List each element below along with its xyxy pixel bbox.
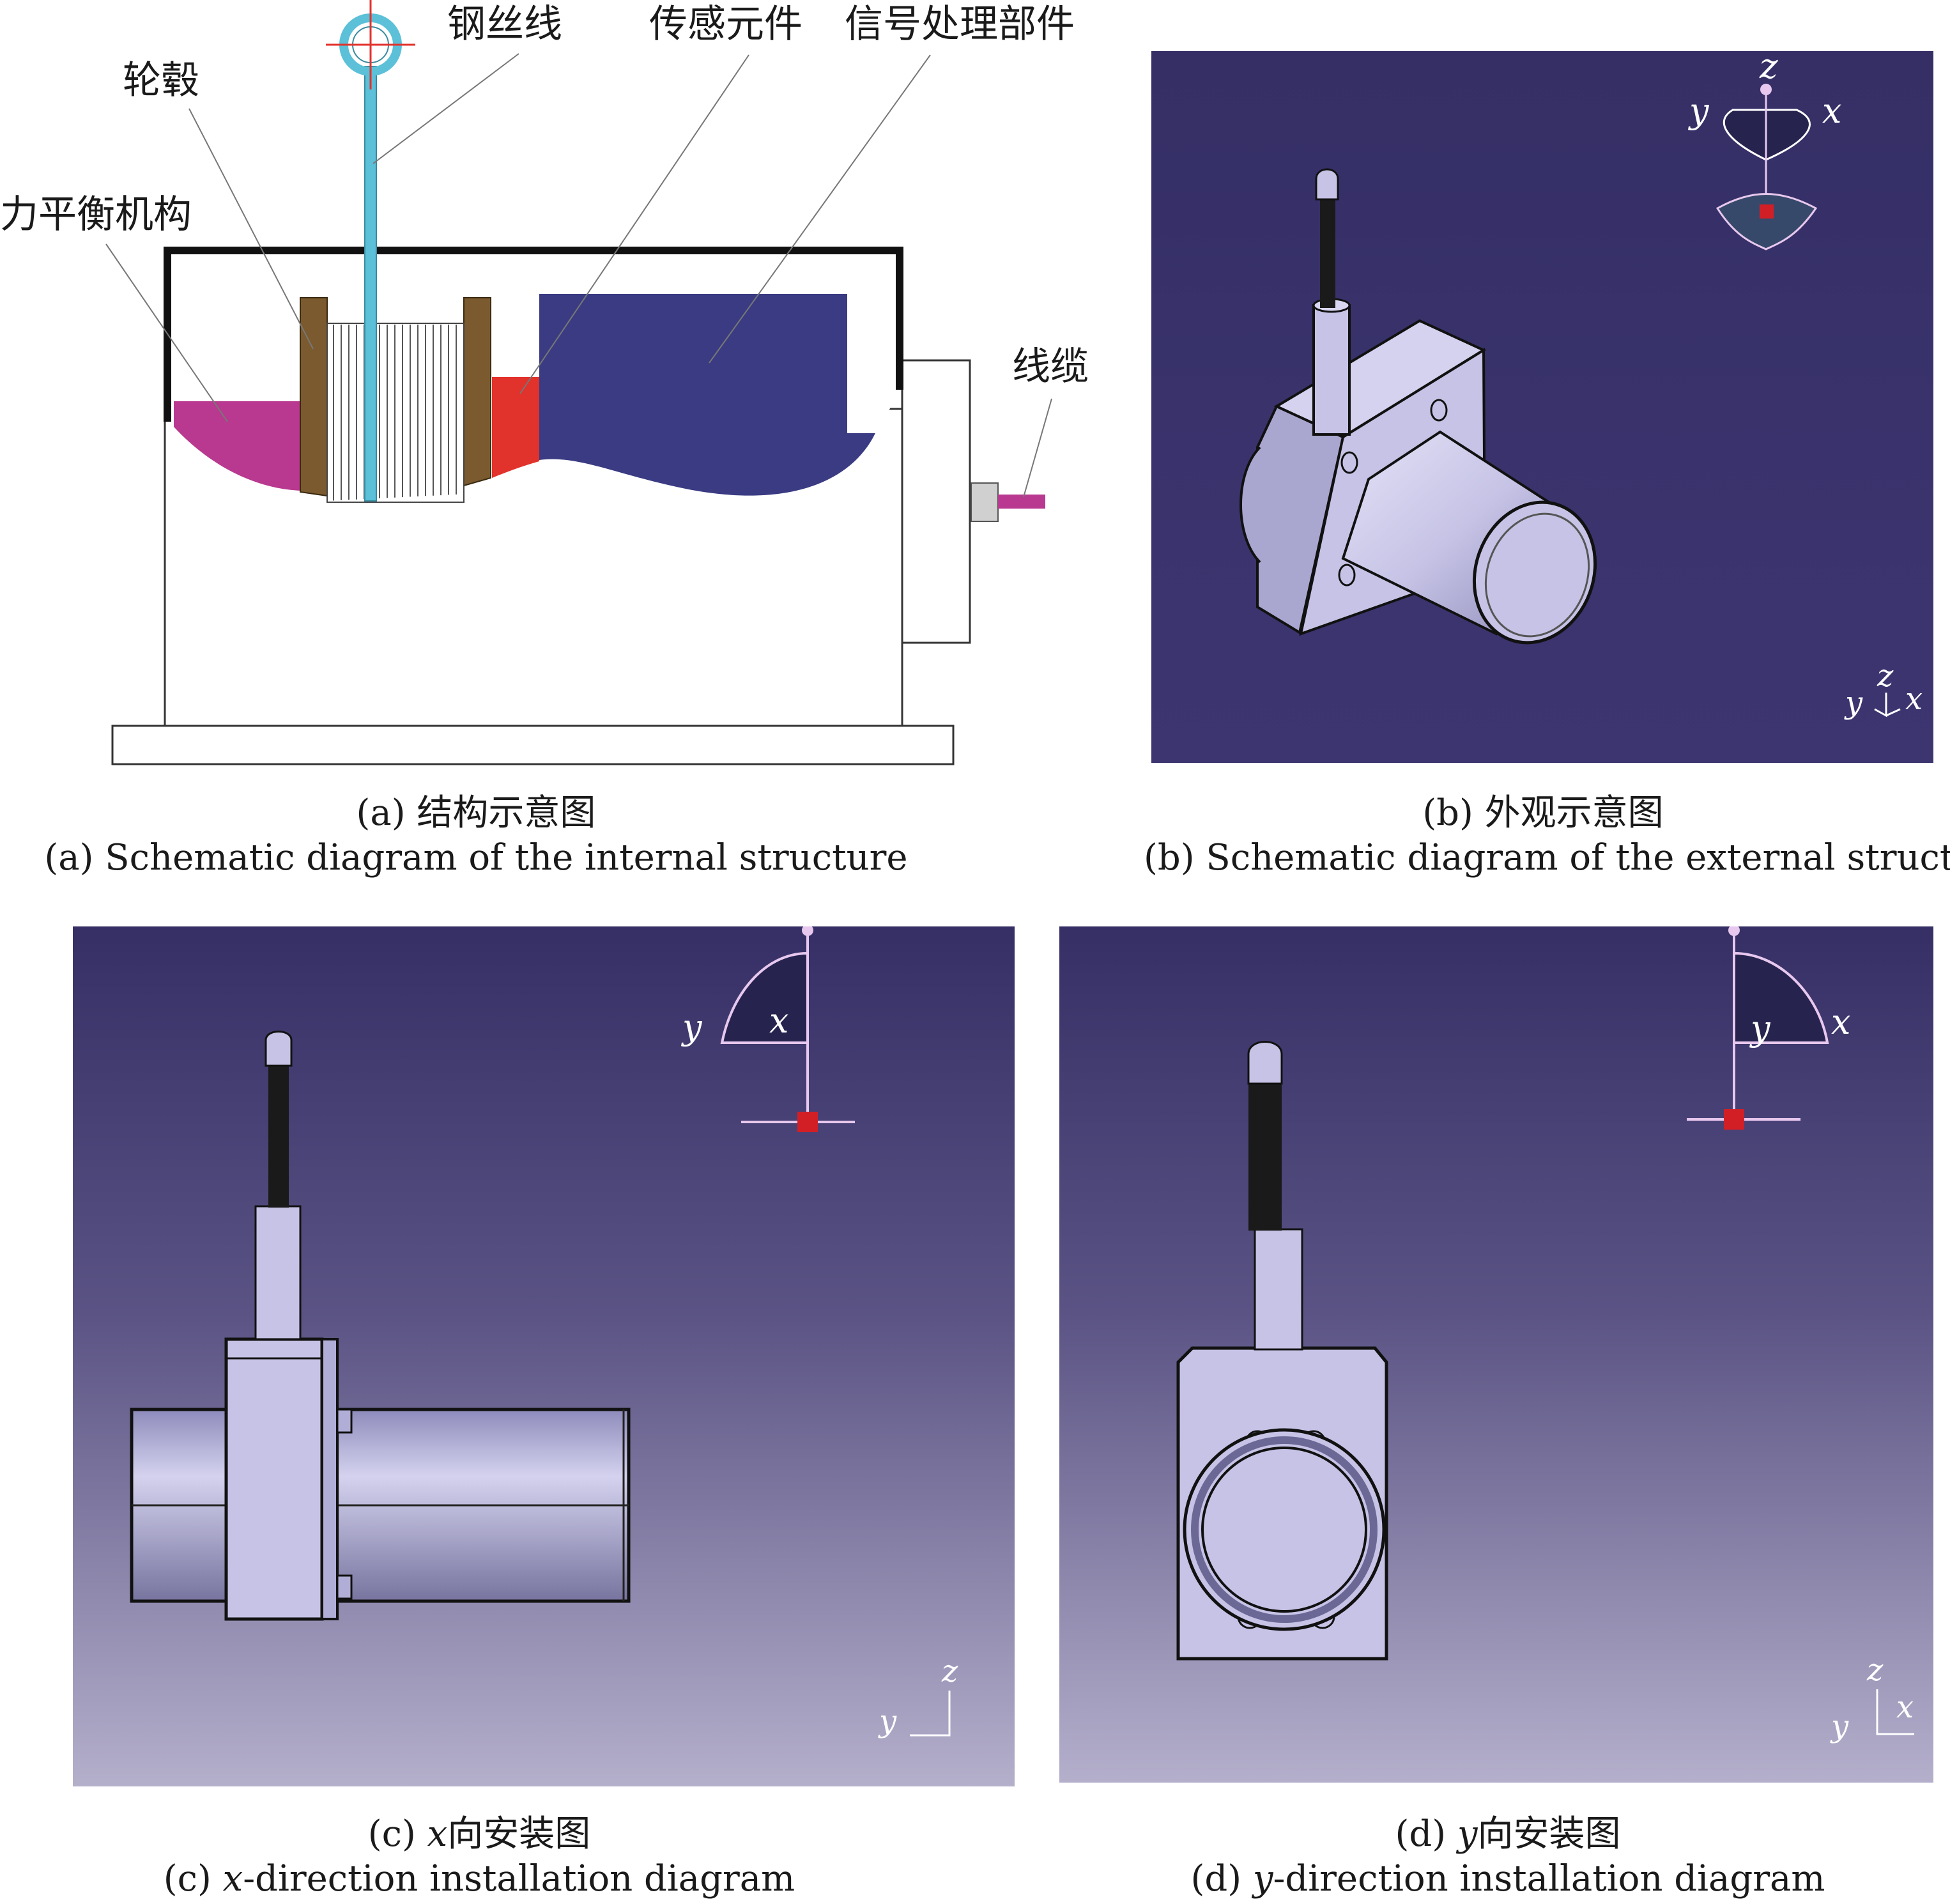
axis-origin-marker (797, 1112, 818, 1132)
leader-hub (188, 108, 314, 349)
cylinder-cap-inner (1201, 1447, 1367, 1613)
caption-b-en: (b) Schematic diagram of the external st… (1144, 837, 1950, 879)
rod (1320, 196, 1335, 308)
caption-d: (d) y向安装图 (d) y-direction installation d… (1105, 1812, 1910, 1901)
leader-wire (372, 53, 519, 164)
panel-d-y-installation: y x z y x (1059, 926, 1933, 1783)
caption-a: (a) 结构示意图 (a) Schematic diagram of the i… (0, 791, 952, 880)
panel-b-external-structure: z y x z y x (1151, 51, 1933, 763)
svg-text:x: x (769, 1001, 788, 1041)
base-plate (111, 725, 955, 765)
cable (998, 495, 1045, 509)
svg-text:x: x (1822, 91, 1841, 131)
panel-a-drawing: 钢丝线 传感元件 信号处理部件 轮毂 力平衡机构 线缆 (0, 0, 1089, 765)
mini-axis-c: z y (878, 1654, 958, 1739)
housing-left-bulge (1240, 446, 1261, 564)
housing-cover (164, 247, 903, 422)
signal-processing-part (539, 294, 875, 496)
svg-text:y: y (1844, 685, 1863, 721)
svg-text:z: z (1759, 51, 1778, 86)
mini-axis-b: z y x (1844, 658, 1923, 721)
svg-text:z: z (1877, 658, 1894, 694)
leader-sensor (519, 54, 749, 394)
svg-text:y: y (1830, 1708, 1849, 1744)
label-cable: 线缆 (1012, 344, 1089, 389)
rod-tip (1247, 1041, 1283, 1085)
leader-signal (709, 54, 931, 364)
caption-a-zh: (a) 结构示意图 (356, 792, 596, 834)
rod-tip (1315, 168, 1339, 201)
cylinder-end-cap (1472, 500, 1597, 645)
axis-origin-marker (1760, 204, 1774, 219)
label-signal-processing: 信号处理部件 (845, 2, 1075, 47)
svg-text:x: x (1831, 1002, 1850, 1042)
axis-compass: y x (681, 926, 855, 1132)
bolt-top (336, 1408, 353, 1434)
svg-text:x: x (1896, 1689, 1914, 1725)
housing-flange (321, 1338, 339, 1620)
rod-sleeve (1312, 304, 1351, 436)
cable-connector (971, 482, 999, 522)
axis-compass: z y x (1688, 51, 1841, 250)
svg-text:x: x (1905, 681, 1923, 717)
label-hub: 轮毂 (123, 58, 199, 103)
steel-wire (364, 66, 377, 502)
rod-sleeve (1254, 1228, 1303, 1351)
sensor-element (492, 377, 539, 478)
axis-origin-marker (1724, 1109, 1744, 1130)
rod-sleeve (254, 1205, 302, 1340)
svg-text:z: z (1866, 1652, 1884, 1688)
caption-c-zh: (c) x向安装图 (367, 1813, 591, 1855)
axis-compass: y x (1687, 926, 1850, 1130)
caption-c-en: (c) x-direction installation diagram (163, 1858, 795, 1900)
label-force-balance: 力平衡机构 (0, 192, 192, 237)
label-steel-wire: 钢丝线 (447, 2, 562, 47)
panel-c-x-installation: y x z y (73, 926, 1015, 1786)
bolt-1 (1430, 399, 1448, 422)
cylinder-cap-ring (1191, 1436, 1378, 1623)
panel-b-viewport: z y x z y x (1151, 51, 1933, 763)
svg-text:y: y (1688, 91, 1710, 131)
side-box (901, 359, 971, 644)
rod (1248, 1084, 1282, 1231)
caption-b-zh: (b) 外观示意图 (1422, 792, 1664, 834)
hub-flange-right (463, 297, 491, 487)
caption-d-en: (d) y-direction installation diagram (1190, 1858, 1825, 1900)
caption-d-zh: (d) y向安装图 (1395, 1813, 1621, 1855)
caption-b: (b) 外观示意图 (b) Schematic diagram of the e… (1144, 791, 1950, 880)
hub-drum (326, 323, 464, 503)
panel-a-internal-structure: 钢丝线 传感元件 信号处理部件 轮毂 力平衡机构 线缆 (0, 0, 1125, 792)
panel-d-viewport: y x z y x (1059, 926, 1933, 1783)
label-sensor-element: 传感元件 (649, 2, 802, 47)
svg-text:z: z (941, 1654, 958, 1689)
svg-text:y: y (878, 1703, 897, 1739)
bolt-bottom (336, 1574, 353, 1600)
leader-cable (1023, 398, 1052, 498)
rod (268, 1066, 289, 1208)
svg-text:y: y (681, 1007, 703, 1047)
panel-c-viewport: y x z y (73, 926, 1015, 1786)
mini-axis-d: z y x (1830, 1652, 1914, 1744)
force-balance-mechanism (174, 401, 302, 491)
hub-flange-left (300, 297, 328, 497)
leader-balance (105, 243, 228, 422)
bolt-2 (1340, 451, 1358, 474)
svg-text:y: y (1749, 1008, 1771, 1048)
bolt-3 (1338, 564, 1356, 587)
housing-side (224, 1337, 324, 1621)
rod-tip (265, 1031, 293, 1067)
caption-c: (c) x向安装图 (c) x-direction installation d… (64, 1812, 894, 1901)
caption-a-en: (a) Schematic diagram of the internal st… (44, 837, 908, 879)
